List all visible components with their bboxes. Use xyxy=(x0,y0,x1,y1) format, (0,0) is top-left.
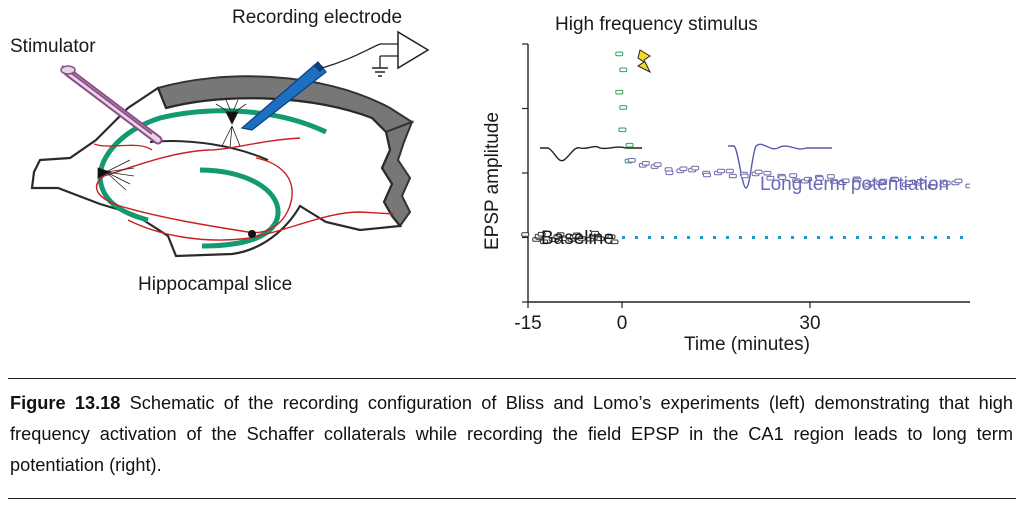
stimulus-point xyxy=(615,89,624,95)
ltp-point xyxy=(627,158,636,163)
stimulus-point xyxy=(615,51,624,57)
baseline-point xyxy=(558,236,567,242)
granule-cell xyxy=(248,230,256,238)
ltp-point xyxy=(965,183,970,189)
baseline-point xyxy=(537,231,546,237)
chart-axes: -1503060 xyxy=(514,43,970,334)
figure: Stimulator Recording electrode Hippocamp… xyxy=(10,7,970,355)
ltp-point xyxy=(766,175,775,181)
baseline-point xyxy=(556,232,565,237)
ltp-point xyxy=(789,173,798,178)
inner-edge xyxy=(149,139,269,161)
x-tick-label: 0 xyxy=(617,313,628,334)
caption-bottom-rule xyxy=(8,498,1016,499)
ltp-point xyxy=(703,172,711,178)
ltp-point xyxy=(916,179,925,184)
baseline-point xyxy=(607,234,616,240)
y-axis-label: EPSP amplitude xyxy=(482,112,503,251)
amplifier-icon xyxy=(379,30,430,70)
ltp-point xyxy=(754,169,763,175)
ltp-point xyxy=(853,177,862,183)
ca1-neuron xyxy=(215,99,247,149)
ltp-point xyxy=(792,178,801,183)
ca3-neuron xyxy=(97,159,135,191)
stimulus-label: High frequency stimulus xyxy=(555,14,758,35)
baseline-point xyxy=(591,230,600,236)
x-axis-label: Time (minutes) xyxy=(684,334,810,355)
figure-caption: Figure 13.18 Schematic of the recording … xyxy=(10,388,1013,481)
ground-icon xyxy=(372,67,388,77)
baseline-point xyxy=(540,239,549,245)
ltp-point xyxy=(815,176,824,181)
electrode-label: Recording electrode xyxy=(232,7,403,28)
ltp-point xyxy=(867,180,876,186)
stimulus-point xyxy=(619,67,628,73)
stimulator-electrode xyxy=(60,65,163,145)
x-tick-label: 30 xyxy=(799,313,820,334)
baseline-point xyxy=(596,236,605,242)
recording-electrode xyxy=(240,43,381,131)
baseline-point xyxy=(577,236,586,241)
ltp-point xyxy=(717,168,725,174)
slice-label: Hippocampal slice xyxy=(138,274,293,295)
ltp-point xyxy=(653,162,662,167)
ltp-point xyxy=(740,173,749,179)
ltp-point xyxy=(763,170,772,176)
ltp-point xyxy=(928,184,937,190)
ltp-point xyxy=(942,180,951,186)
hippocampal-slice-diagram xyxy=(30,30,430,258)
ltp-point xyxy=(725,168,734,174)
stimulus-point xyxy=(618,127,627,133)
mossy-fiber xyxy=(127,211,395,241)
ltp-point xyxy=(665,170,674,176)
lightning-bolt-icon xyxy=(637,49,652,74)
baseline-point xyxy=(610,239,619,245)
ltp-point xyxy=(891,177,899,182)
ltp-point xyxy=(679,166,688,172)
ltp-point xyxy=(905,180,913,185)
ltp-point xyxy=(691,165,700,171)
baseline-trace xyxy=(540,145,642,162)
perforant-path xyxy=(93,143,153,151)
ltp-point xyxy=(728,173,737,179)
ltp-point xyxy=(804,176,812,182)
ltp-point xyxy=(879,178,888,184)
baseline-label: Baseline xyxy=(541,228,614,249)
stimulator-label: Stimulator xyxy=(10,36,96,57)
x-tick-label: -15 xyxy=(514,313,541,334)
ltp-point xyxy=(778,175,787,180)
ltp-point xyxy=(826,174,835,179)
ltp-point xyxy=(829,179,838,184)
ltp-point xyxy=(841,178,850,184)
ltp-point xyxy=(954,178,963,184)
ltp-label: Long term potentiation xyxy=(760,174,950,195)
dentate-cell-layer xyxy=(199,167,281,249)
chart-points xyxy=(521,51,970,245)
schaffer-collateral xyxy=(95,137,301,234)
stimulus-point xyxy=(625,142,634,148)
ltp-point xyxy=(641,161,650,166)
stimulus-point xyxy=(619,105,628,110)
baseline-point xyxy=(521,232,530,237)
caption-text: Schematic of the recording configuration… xyxy=(10,393,1013,475)
caption-top-rule xyxy=(8,378,1016,379)
caption-figure-number: Figure 13.18 xyxy=(10,393,121,413)
ltp-chart: -1503060 xyxy=(514,43,970,334)
